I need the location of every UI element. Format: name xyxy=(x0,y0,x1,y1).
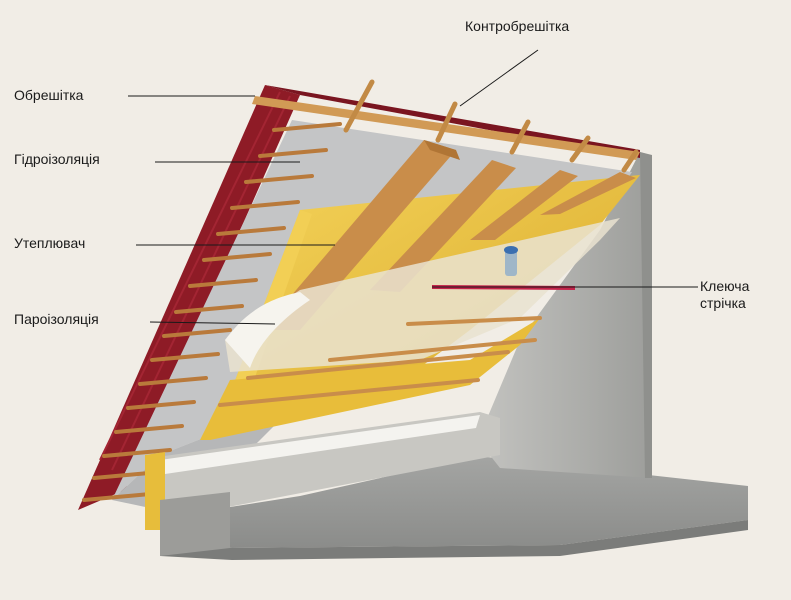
label-kleyucha-strichka: Клеюча стрічка xyxy=(700,278,749,312)
leader-lines xyxy=(128,49,698,325)
vapour-barrier xyxy=(225,218,620,372)
counter-battens xyxy=(252,79,640,173)
knee-wall xyxy=(145,412,500,556)
gable-wall xyxy=(478,152,652,478)
label-obreshitka: Обрешітка xyxy=(14,87,84,103)
label-uteplyuvach: Утеплювач xyxy=(14,235,86,251)
vent-pipe xyxy=(504,246,518,276)
leader-paroizolyatsiya xyxy=(149,321,276,325)
floor-slab xyxy=(160,456,748,560)
label-paroizolyatsiya: Пароізоляція xyxy=(14,311,99,327)
label-kontrobreshitka: Контробрешітка xyxy=(465,18,570,34)
label-kleyucha-line1: Клеюча xyxy=(700,278,750,294)
rafters xyxy=(262,140,636,330)
label-gidroizolyatsiya: Гідроізоляція xyxy=(14,151,100,167)
label-kleyucha-line2: стрічка xyxy=(700,295,746,311)
inner-insulation-boards xyxy=(200,316,542,440)
leader-kontrobreshitka xyxy=(459,49,539,107)
